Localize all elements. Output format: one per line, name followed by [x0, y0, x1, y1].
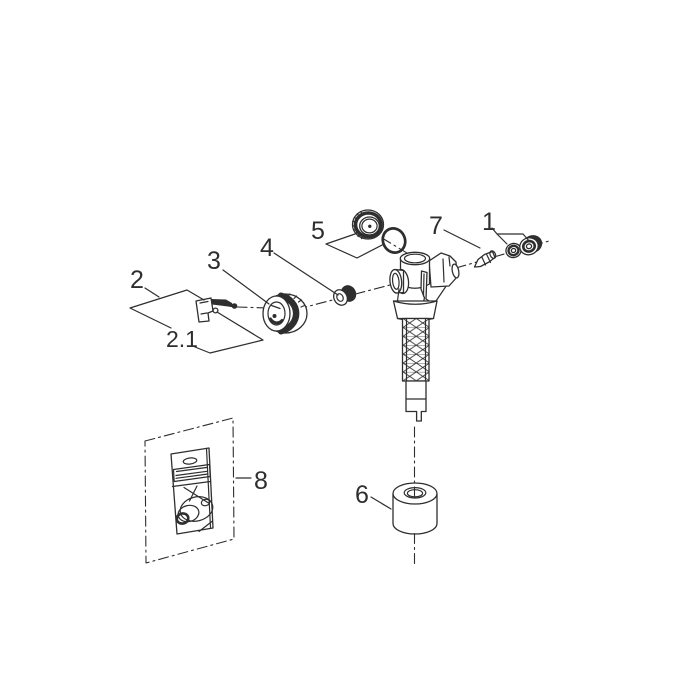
label-4: 4	[260, 234, 274, 262]
leader-7	[443, 229, 481, 249]
leader-6	[370, 496, 392, 510]
label-3: 3	[207, 247, 221, 275]
label-7: 7	[429, 212, 443, 240]
part-7-nipple	[473, 250, 497, 268]
leader-lines	[129, 227, 531, 510]
part-2-float-lever	[195, 297, 238, 323]
part-5-o-ring	[381, 227, 407, 254]
label-6: 6	[355, 481, 369, 509]
label-2-1: 2.1	[166, 326, 198, 352]
valve-body	[389, 251, 460, 422]
kit-bag	[170, 447, 214, 535]
label-2: 2	[130, 266, 144, 294]
part-1-washer	[505, 242, 522, 259]
leader-1	[491, 227, 531, 245]
leader-4	[273, 252, 339, 296]
part-8-seal-kit	[144, 417, 235, 564]
part-4-seal-cone	[332, 285, 357, 306]
leader-5	[325, 233, 385, 259]
part-5-cap	[351, 209, 385, 240]
leader-2-1	[194, 311, 264, 354]
leader-3	[222, 269, 270, 305]
part-labels: 2 2.1 3 4 5 7 1 8 6	[130, 208, 496, 509]
valve-tail-tube	[405, 380, 427, 422]
valve-collar	[392, 300, 438, 320]
leader-2	[129, 287, 205, 329]
label-5: 5	[311, 217, 325, 245]
kit-boundary-box	[144, 417, 235, 564]
part-3-knurled-nut	[262, 292, 308, 335]
label-8: 8	[254, 467, 268, 495]
label-1: 1	[482, 208, 496, 236]
part-1-nut	[519, 235, 543, 256]
